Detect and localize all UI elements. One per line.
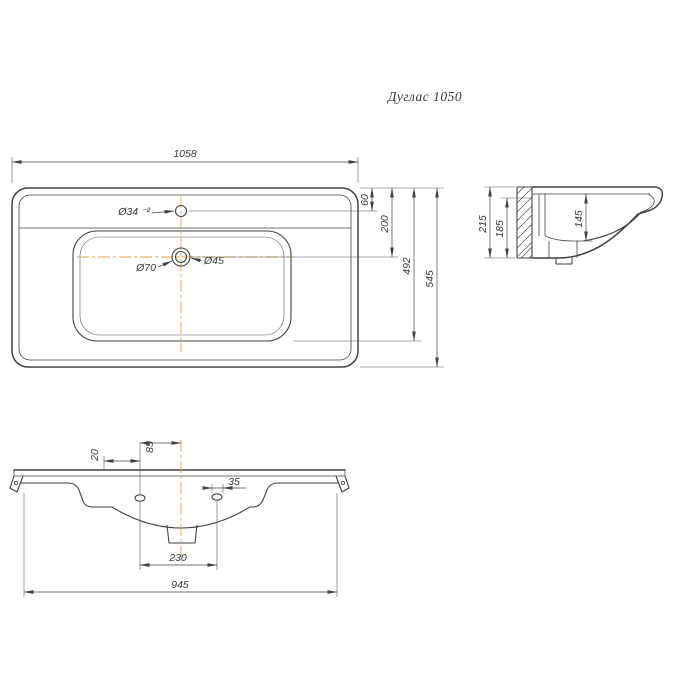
faucet-hole-label: Ø34 ⁻² — [117, 206, 150, 218]
front-drain-trap — [166, 524, 198, 544]
drawing-title: Дуглас 1050 — [386, 89, 462, 104]
dim-inner-depth-value: 492 — [401, 257, 413, 275]
dim-drain-offset: 200 — [379, 187, 394, 258]
side-basin-curve — [582, 211, 642, 242]
drain-outer-label: Ø70 — [135, 262, 156, 274]
front-right-lug-hole — [340, 480, 345, 485]
dim-front-mounting-width-value: 945 — [171, 579, 189, 591]
front-left-lug-hole — [13, 480, 18, 485]
front-right-fixing-hole — [211, 493, 223, 501]
plan-basin-contour — [72, 230, 292, 342]
dim-drain-offset-value: 200 — [379, 215, 391, 234]
side-basin-floor — [544, 235, 583, 242]
dim-side-basin-depth: 145 — [573, 193, 592, 242]
side-drain-stub — [555, 258, 573, 265]
drain-outer-leader — [157, 260, 173, 268]
dim-front-rim-offset: 20 — [89, 449, 141, 494]
front-rim-band — [13, 470, 346, 477]
drain-hole-outer — [171, 247, 191, 267]
dim-front-holes-spacing: 230 — [139, 501, 218, 570]
dim-side-overall-height: 215 — [477, 186, 515, 259]
front-apron-contour — [20, 482, 339, 529]
drain-hole-inner — [174, 250, 188, 264]
plan-outer-contour — [11, 187, 359, 368]
dim-overall-depth: 545 — [424, 187, 439, 368]
front-left-fixing-hole — [134, 494, 146, 502]
dim-side-front-height-value: 185 — [494, 220, 506, 238]
dim-front-rim-offset-value: 20 — [89, 449, 101, 462]
side-back-wall-lines — [538, 194, 546, 236]
dim-plan-width-value: 1058 — [173, 148, 197, 160]
dim-faucet-offset-value: 60 — [359, 194, 371, 206]
dim-front-hole-width-value: 35 — [228, 476, 240, 488]
dim-side-overall-height-value: 215 — [477, 215, 489, 234]
dim-plan-width: 1058 — [11, 148, 359, 183]
side-outer-contour — [531, 186, 664, 259]
faucet-hole — [174, 204, 188, 218]
side-front-nose-inner — [640, 193, 655, 213]
plan-view: Ø34 ⁻² Ø70 Ø45 1058 60 200 — [11, 148, 444, 368]
dim-faucet-offset: 60 — [359, 187, 374, 212]
dim-inner-depth: 492 — [401, 187, 416, 342]
side-wall-section — [516, 186, 533, 259]
section-hatching — [516, 186, 533, 259]
drain-inner-leader — [190, 257, 203, 263]
dim-side-front-height: 185 — [494, 197, 533, 259]
drain-inner-label: Ø45 — [203, 255, 224, 267]
plan-basin-bottom-contour — [79, 236, 285, 336]
side-drain-boss — [548, 241, 578, 258]
plan-rim-contour — [18, 194, 352, 361]
side-view: 215 185 145 — [477, 186, 664, 265]
dim-front-hole-width: 35 — [202, 476, 246, 493]
front-right-lug — [335, 475, 350, 493]
front-left-lug — [9, 475, 24, 493]
front-view: 20 85 35 230 945 — [9, 440, 350, 597]
faucet-hole-leader — [151, 210, 175, 214]
dim-overall-depth-value: 545 — [424, 270, 436, 288]
dim-side-basin-depth-value: 145 — [573, 210, 585, 228]
dim-front-mounting-width: 945 — [23, 493, 338, 597]
dim-front-hole-center-offset-value: 85 — [144, 441, 156, 453]
dim-front-hole-center-offset: 85 — [139, 441, 182, 456]
dim-front-holes-spacing-value: 230 — [168, 552, 187, 564]
